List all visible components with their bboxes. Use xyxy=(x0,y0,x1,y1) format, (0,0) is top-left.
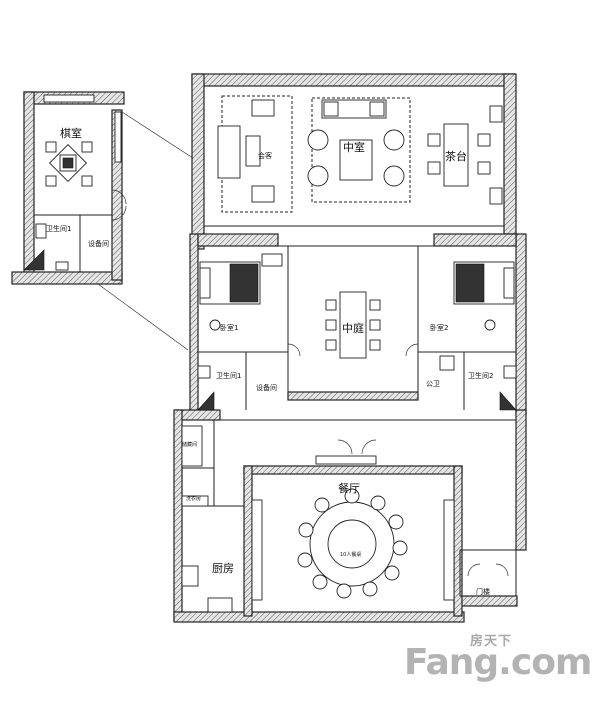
round-dining-table xyxy=(297,488,408,599)
lower-zone: 餐厅 10人餐桌 厨房 储藏间 洗衣房 门楼 xyxy=(181,419,517,613)
room-label-meeting: 会客 xyxy=(258,151,272,160)
watermark-logo: 房天下 Fang.com xyxy=(400,630,592,690)
top-zone: 会客 中室 茶台 xyxy=(203,85,505,227)
room-label-chess: 棋室 xyxy=(60,126,82,140)
projection-line-bottom xyxy=(97,283,189,351)
room-label-courtyard: 中庭 xyxy=(342,321,364,335)
room-label-entrance: 门楼 xyxy=(476,587,490,596)
room-label-tea: 茶台 xyxy=(445,149,467,163)
room-label-central-hall: 中室 xyxy=(343,140,365,154)
room-label-dining: 餐厅 xyxy=(338,481,360,495)
room-label-bath-1: 卫生间1 xyxy=(216,371,241,380)
watermark-en: Fang.com xyxy=(404,642,592,683)
room-label-public-toilet: 公卫 xyxy=(426,380,440,388)
room-label-equip: 设备间 xyxy=(256,383,277,392)
room-label-bedroom-1: 卧室1 xyxy=(220,323,238,332)
room-label-laundry: 洗衣房 xyxy=(186,495,201,502)
room-label-storage: 储藏间 xyxy=(182,441,197,448)
room-label-kitchen: 厨房 xyxy=(212,562,234,575)
room-label-bath-2: 卫生间2 xyxy=(468,371,493,380)
room-label-annex-bath: 卫生间1 xyxy=(46,224,71,233)
dining-table-seats: 10人餐桌 xyxy=(340,551,361,558)
watermark-cn: 房天下 xyxy=(470,634,513,649)
main-walls xyxy=(173,73,527,623)
chess-table xyxy=(45,141,93,187)
middle-zone: 卧室1 卧室2 中庭 卫生间1 设备间 公卫 卫生间2 xyxy=(197,233,517,411)
projection-line-top xyxy=(121,111,197,161)
room-label-annex-equip: 设备间 xyxy=(88,239,109,248)
annex-building: 棋室 卫生间1 设备间 xyxy=(11,91,127,285)
room-label-bedroom-2: 卧室2 xyxy=(430,323,448,332)
